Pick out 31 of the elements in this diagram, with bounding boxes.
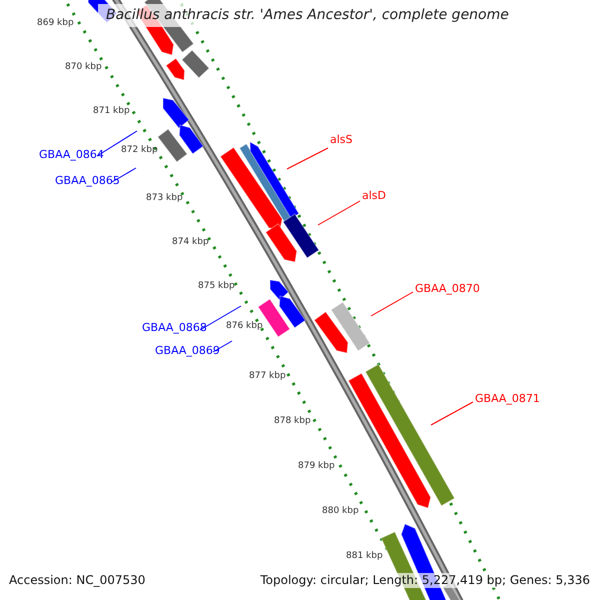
position-label: 872 kbp: [121, 145, 158, 156]
leader-line: [112, 168, 136, 182]
leader-line: [212, 340, 232, 352]
position-label: 873 kbp: [146, 193, 183, 204]
gene-label: GBAA_0864: [39, 148, 104, 162]
genome-summary: Topology: circular; Length: 5,227,419 bp; Genes: 5,336: [260, 573, 590, 588]
leader-line: [318, 200, 360, 226]
gene-label: alsS: [330, 133, 353, 147]
leader-line: [370, 292, 414, 316]
leader-line: [286, 148, 328, 170]
position-label: 871 kbp: [93, 106, 130, 117]
position-label: 880 kbp: [322, 506, 359, 517]
gene-label: GBAA_0865: [55, 174, 120, 188]
position-label: 869 kbp: [37, 18, 74, 29]
gene-label: GBAA_0871: [475, 392, 540, 406]
position-label: 876 kbp: [226, 321, 263, 332]
position-label: 878 kbp: [274, 416, 311, 427]
position-label: 870 kbp: [65, 62, 102, 73]
position-label: 877 kbp: [249, 371, 286, 382]
accession-label: Accession: NC_007530: [9, 573, 146, 588]
gene-label: alsD: [362, 189, 386, 203]
leader-line: [200, 306, 242, 330]
position-label: 879 kbp: [298, 461, 335, 472]
position-label: 881 kbp: [346, 551, 383, 562]
gene-label: GBAA_0869: [155, 344, 220, 358]
position-label: 875 kbp: [198, 281, 235, 292]
leader-line: [96, 130, 138, 156]
position-label: 874 kbp: [172, 237, 209, 248]
gene-label: GBAA_0868: [142, 321, 207, 335]
leader-line: [430, 402, 474, 426]
gene-label: GBAA_0870: [415, 282, 480, 296]
